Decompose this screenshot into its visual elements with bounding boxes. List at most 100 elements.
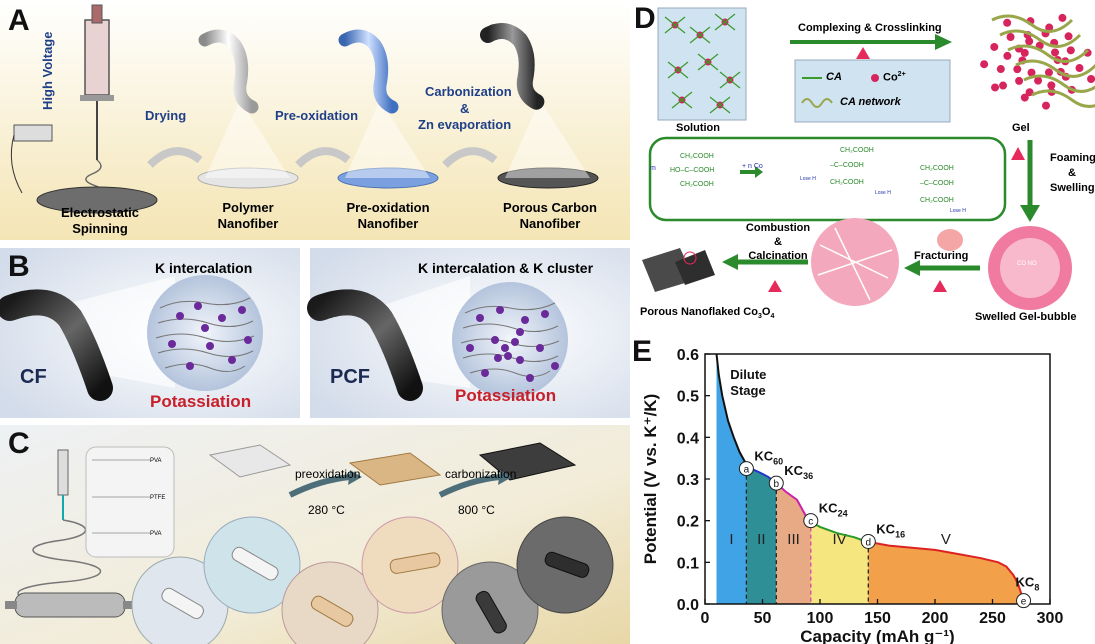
k-atom (491, 336, 499, 344)
stage-label-d: KC16 (876, 522, 905, 540)
stage-electrostatic: Electrostatic Spinning (40, 205, 160, 237)
c-temp-800: 800 °C (458, 503, 495, 517)
product-sub1: 3 (757, 313, 762, 321)
nanoflake-1 (642, 248, 695, 292)
gel-node (1066, 46, 1075, 55)
polymer-fiber (198, 29, 259, 114)
k-atom (244, 336, 252, 344)
stage-preox-line1: Pre-oxidation (346, 200, 430, 215)
k-atom (496, 306, 504, 314)
eq-lose1: Lose H (800, 176, 816, 182)
ca-ligand (719, 71, 741, 89)
curve-segment-5 (868, 540, 1025, 601)
c-syringe-icon (57, 449, 69, 496)
eq-lose2: Lose H (875, 190, 891, 196)
x-tick-label: 300 (1037, 610, 1064, 627)
gel-node (1045, 23, 1054, 32)
stage-label-sub-d: 16 (895, 530, 905, 540)
svg-text:CH₂COOH: CH₂COOH (920, 165, 954, 172)
bubble-gas: CO NO (1017, 261, 1037, 267)
region-label-V: V (941, 531, 951, 548)
product-label: Porous Nanoflaked Co3O4 (640, 306, 774, 320)
svg-text:–C–COOH: –C–COOH (830, 162, 864, 169)
panel-b-graphic (0, 248, 630, 418)
svg-text:HO–C–COOH: HO–C–COOH (670, 167, 714, 174)
y-tick-label: 0.2 (677, 514, 699, 531)
c-temp-280: 280 °C (308, 503, 345, 517)
eq-lose3: Lose H (950, 208, 966, 214)
legend-co-sup: 2+ (897, 71, 906, 78)
citric-acid-formula: CH₂COOH HO–C–COOH CH₂COOH CH₂COOH –C–COO… (670, 147, 954, 204)
disk-polymer (197, 167, 299, 189)
heat-triangle-4 (768, 280, 782, 292)
arrow-carbonization (438, 474, 501, 498)
gel-node (1003, 51, 1012, 60)
legend-ca: CA (826, 71, 842, 83)
legend-co-base: Co (883, 71, 898, 84)
stage-porous-line1: Porous Carbon (503, 200, 597, 215)
svg-text:CH₂COOH: CH₂COOH (680, 181, 714, 188)
stage-porous: Porous Carbon Nanofiber (485, 200, 615, 232)
k-atom (521, 316, 529, 324)
stage-point-b (768, 475, 784, 491)
carbon-fiber (480, 23, 545, 110)
k-atom (516, 328, 524, 336)
k-atom (476, 314, 484, 322)
x-tick-label: 100 (807, 610, 834, 627)
cf-fiber (0, 289, 113, 401)
svg-text:–C–COOH: –C–COOH (920, 180, 954, 187)
disk-preox (337, 167, 439, 189)
gel-node (1020, 93, 1029, 102)
pva-bottom-label: PVA (150, 531, 162, 537)
foaming-text: Foaming (1050, 152, 1095, 164)
pcf-fiber (307, 289, 423, 401)
gel-node (1006, 33, 1015, 42)
step-preoxidation: Pre-oxidation (275, 108, 359, 123)
gel-node (999, 81, 1008, 90)
preox-fiber (338, 29, 399, 114)
combustion-text: Combustion (745, 222, 811, 234)
dilute-stage-line1: Dilute (730, 367, 766, 382)
gel-node (996, 65, 1005, 74)
stage-point-letter-d: d (866, 538, 872, 549)
wire (10, 134, 23, 194)
stage-point-d (860, 534, 876, 549)
panel-a-graphic (0, 0, 630, 240)
disk-carbon (497, 167, 599, 189)
pcf-zoom-circle (452, 282, 568, 398)
k-atom (501, 344, 509, 352)
k-atom (536, 344, 544, 352)
stage-point-letter-a: a (744, 465, 750, 476)
gel-node (1047, 81, 1056, 90)
gel-node (1044, 68, 1053, 77)
bubble-label: Swelled Gel-bubble (975, 311, 1077, 323)
power-supply-icon (13, 124, 53, 142)
gel-node (1003, 18, 1012, 27)
collector-drum (14, 592, 126, 618)
pcf-label: PCF (330, 366, 370, 388)
y-tick-label: 0.6 (677, 347, 699, 364)
fracture-balloon (937, 229, 963, 251)
step-carbonization: Carbonization (425, 84, 512, 99)
curve-segment-1 (715, 353, 747, 463)
graphite-layers (155, 297, 255, 372)
arrow-preox (295, 147, 351, 168)
c-step-carbonization: carbonization (445, 467, 517, 481)
k-atom (504, 352, 512, 360)
nanoflake-2 (675, 250, 715, 285)
k-atom (481, 369, 489, 377)
step-drying: Drying (145, 108, 187, 123)
gel-strand (991, 14, 1074, 33)
step-amp: & (460, 101, 470, 116)
k-atom (228, 356, 236, 364)
gel-strand (1023, 74, 1095, 93)
calcination-text: Calcination (748, 250, 808, 262)
ca-ligand (671, 91, 693, 109)
gel-node (1025, 37, 1034, 46)
region-label-III: III (787, 531, 800, 548)
x-tick-label: 50 (754, 610, 772, 627)
gel-node (1025, 88, 1034, 97)
k-atom (551, 362, 559, 370)
b-right-title: K intercalation & K cluster (418, 260, 594, 276)
